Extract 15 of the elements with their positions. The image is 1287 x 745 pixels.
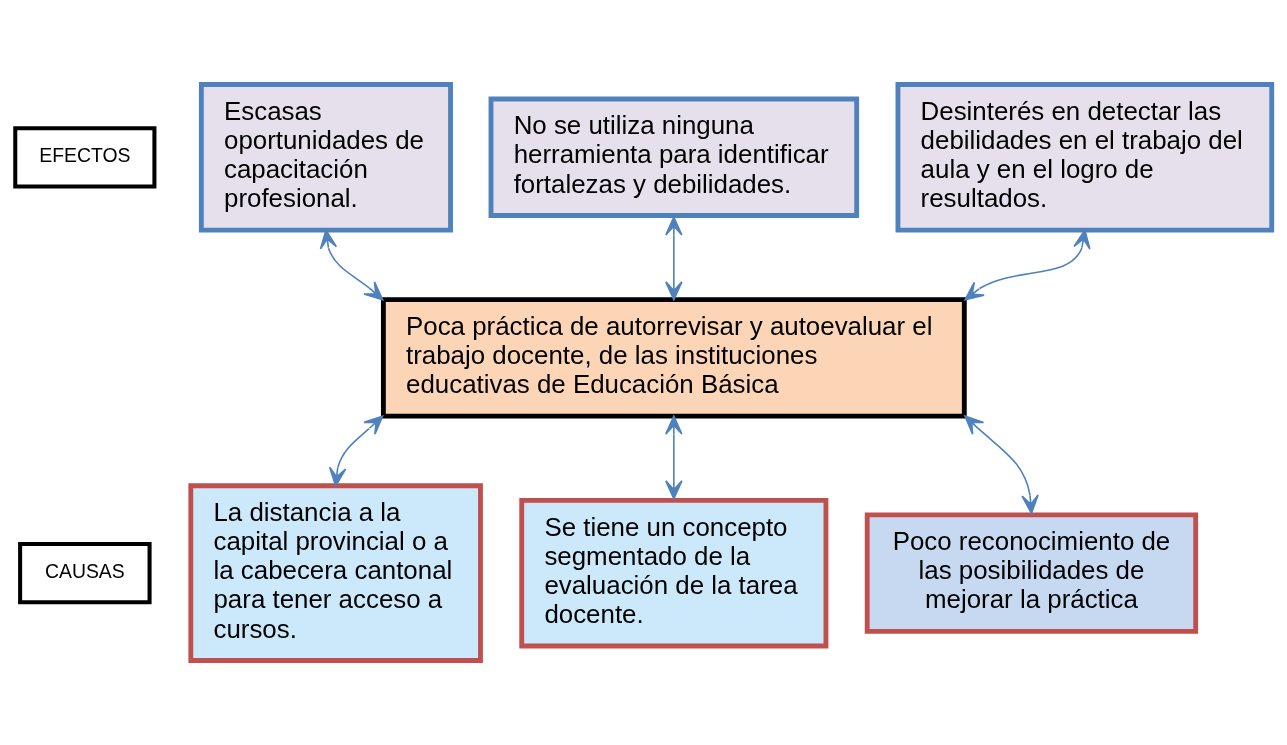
arrow <box>665 216 683 301</box>
node-box: Poco reconocimiento de las posibilidades de mejorar la práctica <box>864 512 1199 634</box>
arrow <box>964 415 1039 515</box>
node-box: Se tiene un concepto segmentado de la evaluación de la tarea docente. <box>519 497 829 649</box>
node-box: EFECTOS <box>13 126 157 189</box>
node-box: La distancia a la capital provincial o a la cabecera cantonal para tener acceso a cursos. <box>188 483 483 663</box>
arrow <box>328 415 384 487</box>
node-box: Poca práctica de autorrevisar y autoevaluar el trabajo docente, de las instituciones educativas de Educación Básica <box>380 297 967 419</box>
node-box: Desinterés en detectar las debilidades en el trabajo del aula y en el logro de resultados. <box>895 82 1275 233</box>
node-box: No se utiliza ninguna herramienta para identificar fortalezas y debilidades. <box>488 96 860 218</box>
arrow <box>665 415 683 500</box>
node-box: Escasas oportunidades de capacitación profesional. <box>198 82 453 233</box>
arrow <box>964 229 1091 301</box>
node-box: CAUSAS <box>18 542 152 605</box>
arrow <box>319 229 384 301</box>
